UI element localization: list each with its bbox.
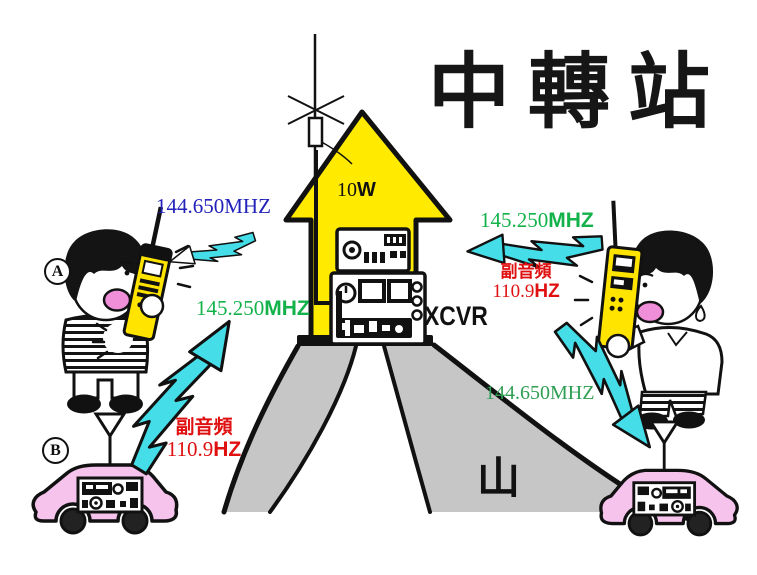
- subtone-b-unit: HZ: [213, 438, 242, 462]
- subtone-right-unit: HZ: [534, 281, 560, 303]
- mobile-car-right: [599, 420, 739, 537]
- operator-a-hair: [64, 229, 146, 302]
- subtone-right-value: 110.9: [492, 281, 535, 303]
- operator-a-mouth: [102, 288, 132, 312]
- subtone-right: 副音頻 110.9HZ: [476, 262, 576, 302]
- handheld-radio-right: [596, 200, 644, 351]
- operator-a-hand: [139, 293, 165, 319]
- sweat-drop-icon: [695, 304, 706, 323]
- subtone-b-value: 110.9: [166, 437, 214, 462]
- freq-b-transmit: 145.250MHZ: [196, 296, 310, 321]
- xcvr-label: XCVR: [424, 301, 488, 331]
- subtone-b: 副音頻 110.9HZ: [148, 417, 260, 462]
- freq-a-receive-value: 144.650: [156, 194, 225, 218]
- handheld-operator-right: [573, 200, 724, 430]
- handheld-radio-a: [122, 206, 173, 342]
- radio-a-signal-dashes: [91, 244, 195, 360]
- operator-right-hand: [605, 333, 631, 359]
- mountain-road-left-edge: [268, 344, 358, 514]
- freq-right-transmit-unit: MHZ: [548, 209, 594, 232]
- freq-a-receive-unit: MHZ: [224, 194, 271, 218]
- operator-a-figure: [61, 206, 195, 414]
- freq-right-transmit-value: 145.250: [480, 208, 549, 232]
- freq-a-receive: 144.650MHZ: [156, 194, 271, 219]
- freq-b-transmit-value: 145.250: [196, 296, 265, 320]
- mountain: [221, 342, 711, 525]
- freq-b-transmit-unit: MHZ: [264, 297, 310, 320]
- radio-equipment-icon: [329, 227, 427, 346]
- radio-right-signal-dashes: [573, 274, 594, 327]
- subtone-b-name: 副音頻: [175, 417, 233, 438]
- operator-right-hair: [632, 230, 714, 304]
- page-title: 中轉站: [428, 47, 729, 138]
- power-value: 10: [337, 179, 357, 201]
- mountain-label: 山: [477, 456, 520, 503]
- freq-right-receive-value: 144.650: [485, 382, 550, 404]
- subtone-right-name: 副音頻: [500, 262, 552, 281]
- power-unit: W: [357, 179, 376, 201]
- mountain-road-right-edge: [382, 344, 432, 514]
- operator-a-badge: A: [44, 258, 71, 285]
- car-b-badge: B: [42, 437, 69, 464]
- freq-right-transmit: 145.250MHZ: [480, 208, 594, 233]
- freq-right-receive-unit: MHZ: [550, 382, 595, 404]
- station-power-label: 10W: [337, 179, 376, 202]
- freq-right-receive: 144.650MHZ: [485, 382, 594, 405]
- operator-right-mouth: [635, 300, 665, 324]
